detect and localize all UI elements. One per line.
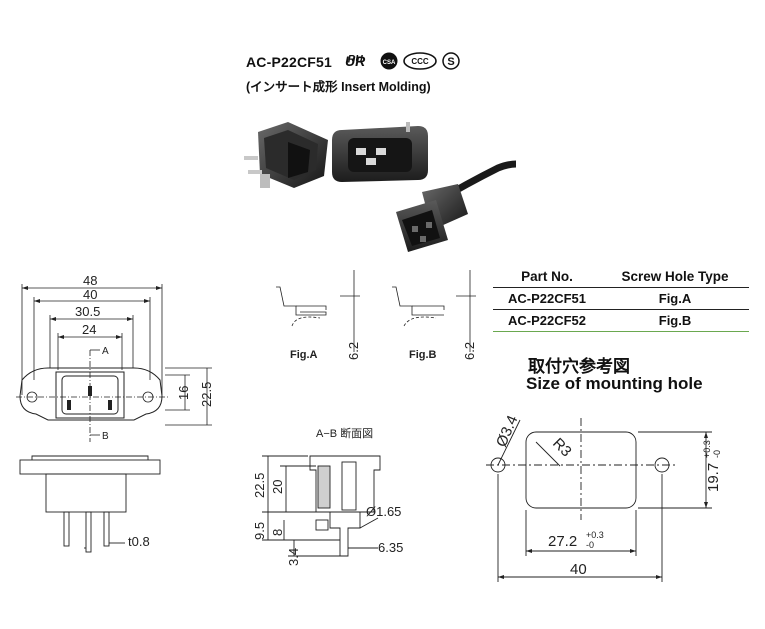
table-header-row: Part No. Screw Hole Type bbox=[493, 266, 749, 287]
section-dim-22-5: 22.5 bbox=[252, 473, 267, 498]
section-dim-9-5: 9.5 bbox=[252, 522, 267, 540]
mh-width-tol-plus: +0.3 bbox=[586, 530, 604, 540]
table-row: AC-P22CF51 Fig.A bbox=[493, 288, 749, 309]
fig-a-detail bbox=[276, 270, 360, 352]
ur-mark-text: UR bbox=[345, 53, 366, 69]
table-cell-part: AC-P22CF51 bbox=[507, 291, 587, 306]
inlet-side-photo bbox=[244, 122, 328, 188]
ccc-mark-icon: CCC bbox=[402, 52, 438, 70]
table-cell-type: Fig.A bbox=[658, 291, 692, 306]
table-divider bbox=[493, 309, 749, 310]
s-mark-text: S bbox=[447, 56, 454, 68]
dim-48: 48 bbox=[83, 273, 97, 288]
section-mark-a: A bbox=[102, 346, 109, 357]
table-cell-type: Fig.B bbox=[658, 313, 692, 328]
dim-16: 16 bbox=[176, 386, 191, 400]
section-dim-8: 8 bbox=[270, 529, 285, 536]
table-header-part-no: Part No. bbox=[521, 269, 573, 284]
mh-width-tol-minus: -0 bbox=[586, 540, 594, 550]
s-mark-icon: S bbox=[442, 52, 460, 70]
fig-b-label: Fig.B bbox=[409, 349, 437, 361]
csa-mark-text: CSA bbox=[383, 60, 396, 66]
section-view bbox=[262, 455, 381, 557]
fig-b-dim: 6.2 bbox=[462, 342, 477, 360]
svg-text:ᴿᵁ: ᴿᵁ bbox=[347, 53, 363, 70]
mh-total: 40 bbox=[570, 561, 587, 578]
fig-a-dim: 6.2 bbox=[346, 342, 361, 360]
fig-b-detail bbox=[392, 270, 476, 352]
section-mark-b: B bbox=[102, 431, 109, 442]
mounting-hole-title-jp: 取付穴参考図 bbox=[528, 357, 630, 377]
mh-width: 27.2 bbox=[548, 533, 577, 550]
section-title: A−B 断面図 bbox=[316, 426, 373, 440]
table-divider bbox=[493, 287, 749, 288]
table-row: AC-P22CF52 Fig.B bbox=[493, 310, 749, 331]
inlet-front-photo bbox=[332, 122, 428, 182]
mh-height-tol-minus: -0 bbox=[712, 450, 722, 458]
table-bottom-line bbox=[493, 331, 749, 332]
section-dim-3-4: 3.4 bbox=[286, 548, 301, 566]
table-header-screw-hole: Screw Hole Type bbox=[621, 269, 729, 284]
mounting-hole-drawing bbox=[486, 418, 712, 582]
power-cord-connector-photo bbox=[396, 160, 516, 252]
section-dim-dia: Ø1.65 bbox=[366, 504, 401, 519]
part-number-table: Part No. Screw Hole Type AC-P22CF51 Fig.… bbox=[493, 266, 749, 332]
mounting-hole-title-en: Size of mounting hole bbox=[526, 374, 703, 393]
mh-height-tol-plus: +0.3 bbox=[702, 440, 712, 458]
product-subtitle: (インサート成形 Insert Molding) bbox=[246, 80, 431, 94]
section-dim-20: 20 bbox=[270, 480, 285, 494]
mh-hole-dia: Ø3.4 bbox=[493, 413, 521, 450]
product-photo bbox=[244, 122, 516, 252]
dim-24: 24 bbox=[82, 322, 96, 337]
dim-40: 40 bbox=[83, 287, 97, 302]
table-cell-part: AC-P22CF52 bbox=[507, 313, 587, 328]
dim-thickness: t0.8 bbox=[128, 534, 150, 549]
csa-mark-icon: CSA bbox=[380, 52, 398, 70]
dim-30-5: 30.5 bbox=[75, 304, 100, 319]
dim-22-5: 22.5 bbox=[199, 382, 214, 407]
side-view bbox=[19, 455, 161, 553]
mh-radius: R3 bbox=[549, 435, 575, 461]
section-dim-6-35: 6.35 bbox=[378, 540, 403, 555]
product-title: AC-P22CF51 bbox=[246, 54, 333, 70]
fig-a-label: Fig.A bbox=[290, 349, 318, 361]
mh-height: 19.7 bbox=[705, 463, 722, 492]
ccc-mark-text: CCC bbox=[411, 57, 429, 66]
